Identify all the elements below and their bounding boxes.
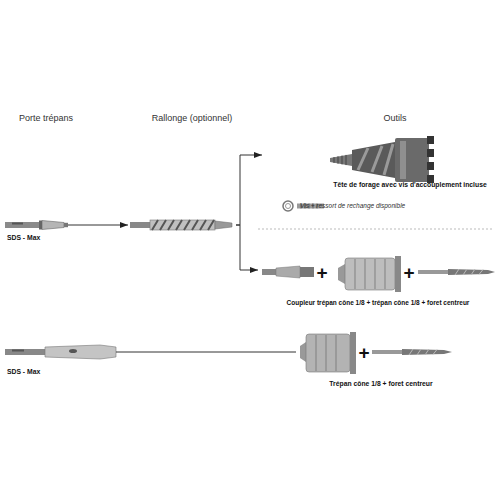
caption-text: SDS - Max [7,234,67,242]
pilot-drill [418,269,495,275]
rod-body [150,220,215,230]
connector-arrow [236,225,258,270]
bit-ribs [316,335,336,371]
coupling-screw [330,154,352,166]
connector-arrow [116,352,296,353]
rod-taper [215,221,232,229]
caption-text: Trépan cône 1/8 + foret centreur [296,380,466,388]
screw-thread [334,155,346,165]
tool-set: Coupleur trépan cône 1/8 + trépan cône 1… [258,252,498,312]
head-flute [352,142,395,178]
drilling-head [330,136,434,183]
holder-collar [39,221,42,230]
holder-taper [42,221,64,230]
holder-hole [69,349,77,353]
caption-text: Rallonge (optionnel) [142,113,242,123]
drill-shank [418,270,448,274]
holder-tip [64,223,68,227]
cutter-tooth [427,149,434,157]
connector-arrow [236,155,262,225]
column-heading: Outils [355,113,435,123]
bit-body [345,258,395,290]
bit-body [306,334,350,372]
spring-coil [286,204,291,209]
holder-body [45,345,116,359]
sds-max-holder [5,345,116,359]
holder-component: SDS - Max [4,340,116,378]
flute-highlight [358,144,393,175]
plus-sign: + [356,343,372,362]
caption-text: Coupleur trépan cône 1/8 + trépan cône 1… [258,299,498,306]
rod-shank [130,222,150,228]
caption-text: Tête de forage avec vis d'accouplement i… [312,181,500,189]
spring [283,201,293,211]
holder-groove [12,350,24,352]
sds-max-holder [5,221,68,230]
bit-neck [300,342,306,362]
caption-text: SDS - Max [7,368,67,376]
extension-component: Rallonge (optionnel) [128,110,236,235]
bit-ribs [355,259,385,289]
drill-spiral [409,349,437,355]
plus-sign: + [314,263,330,282]
connector-arrow [68,225,128,226]
coupler-cone [276,266,300,278]
holder-shank [5,349,45,355]
pilot-drill [372,349,452,355]
cutter-body [395,138,429,182]
bit-teeth [395,256,401,292]
core-bit [338,256,401,292]
note-text: Vis + ressort de rechange disponible [300,202,470,209]
cutter-highlight [400,141,406,179]
cutter-tooth [427,136,434,144]
drill-flute [448,269,495,275]
coupler-end [300,267,314,277]
extension-rod [130,220,232,230]
plus-sign: + [401,263,417,282]
tool-component: Tête de forage avec vis d'accouplement i… [262,132,498,214]
drill-spiral [455,269,483,275]
drill-shank [372,350,402,354]
holder-groove [12,223,23,225]
holder-component: SDS - Max [4,214,68,248]
tool-set: Trépan cône 1/8 + foret centreur [296,328,466,392]
holder-shank [5,222,39,228]
coupler-shank [262,269,276,275]
core-bit [300,332,356,374]
bit-neck [338,264,345,284]
rod-spiral [152,220,214,230]
column-heading: Porte trépans [0,113,92,123]
coupler [262,266,314,278]
drill-flute [402,349,452,355]
cutter-tooth [427,162,434,170]
separator-line [258,229,492,230]
bit-teeth [350,332,356,374]
